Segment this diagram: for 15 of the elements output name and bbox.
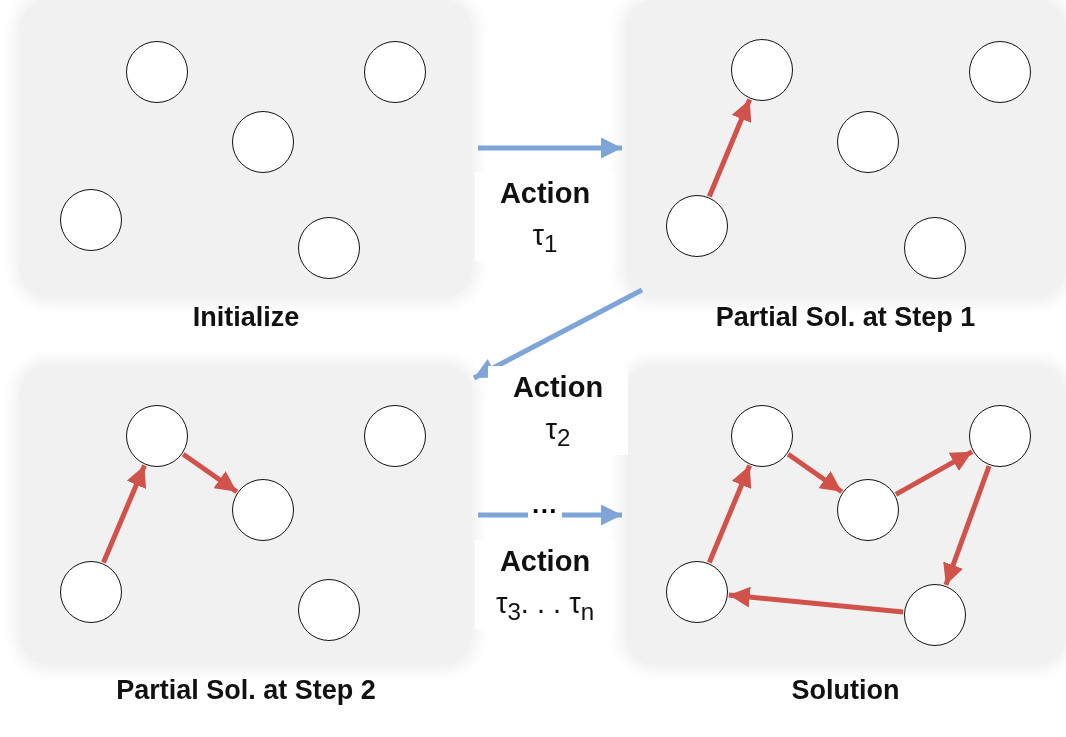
arrow — [181, 452, 239, 494]
arrow — [478, 137, 622, 159]
edge-label: Action τ$_{2}$ — [488, 366, 628, 455]
arrow — [943, 465, 992, 586]
panel-title: Initialize — [191, 302, 301, 333]
arrow — [894, 449, 974, 497]
arrow — [707, 98, 752, 198]
arrow — [707, 464, 752, 564]
arrow — [472, 287, 644, 381]
panel-title: Partial Sol. at Step 2 — [115, 675, 377, 706]
arrow — [728, 586, 904, 615]
arrow — [101, 464, 147, 564]
panel-title: Solution — [790, 675, 901, 706]
arrow — [786, 452, 844, 494]
panel-title: Partial Sol. at Step 1 — [714, 302, 977, 333]
